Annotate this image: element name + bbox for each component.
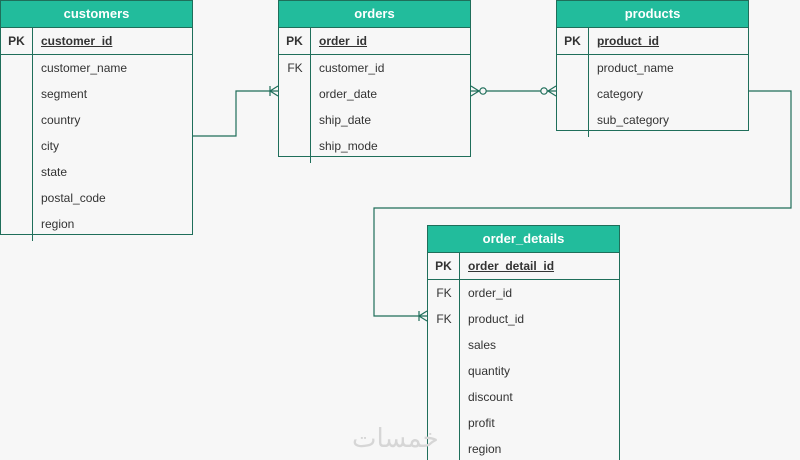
field-key-label: [1, 55, 33, 81]
field-row[interactable]: segment: [1, 81, 192, 107]
pk-field-order-id: order_id: [319, 34, 368, 48]
field-name: customer_name: [41, 61, 128, 75]
relationship-customers-orders[interactable]: [193, 90, 278, 137]
field-name: city: [41, 139, 59, 153]
entity-products-fields: product_name category sub_category: [557, 55, 748, 137]
field-name: quantity: [468, 364, 511, 378]
field-name: postal_code: [41, 191, 106, 205]
pk-label: PK: [279, 28, 311, 54]
field-key-label: [557, 107, 589, 133]
field-row[interactable]: profit: [428, 410, 619, 436]
field-row[interactable]: category: [557, 81, 748, 107]
field-name: segment: [41, 87, 88, 101]
field-key-label: [1, 211, 33, 237]
entity-products-pk-row[interactable]: PK product_id: [557, 28, 748, 55]
field-name: customer_id: [319, 61, 385, 75]
field-key-label: [279, 133, 311, 159]
field-row[interactable]: FK customer_id: [279, 55, 470, 81]
field-key-label: [557, 81, 589, 107]
pk-label: PK: [428, 253, 460, 279]
entity-customers-pk-row[interactable]: PK customer_id: [1, 28, 192, 55]
entity-order-details-title: order_details: [428, 226, 619, 253]
field-row[interactable]: sub_category: [557, 107, 748, 133]
field-key-label: FK: [436, 312, 452, 326]
field-row[interactable]: country: [1, 107, 192, 133]
crowfoot-many-icon: [269, 85, 279, 97]
field-name: order_id: [468, 286, 513, 300]
field-name: discount: [468, 390, 513, 404]
field-row[interactable]: region: [1, 211, 192, 237]
field-row[interactable]: state: [1, 159, 192, 185]
pk-field-order-detail-id: order_detail_id: [468, 259, 555, 273]
crowfoot-many-icon: [418, 310, 428, 322]
field-row[interactable]: FK order_id: [428, 280, 619, 306]
field-row[interactable]: FK product_id: [428, 306, 619, 332]
field-name: region: [41, 217, 75, 231]
field-name: category: [597, 87, 644, 101]
entity-orders[interactable]: orders PK order_id FK customer_id order_da…: [278, 0, 471, 163]
field-key-label: [557, 55, 589, 81]
field-key-label: [428, 384, 460, 410]
field-row[interactable]: city: [1, 133, 192, 159]
field-row[interactable]: product_name: [557, 55, 748, 81]
field-row[interactable]: discount: [428, 384, 619, 410]
watermark-logo: خمسات: [352, 424, 439, 454]
pk-label: PK: [1, 28, 33, 54]
field-row[interactable]: ship_date: [279, 107, 470, 133]
field-name: ship_date: [319, 113, 372, 127]
crowfoot-zero-many-icon: [470, 85, 487, 97]
field-row[interactable]: region: [428, 436, 619, 460]
field-row[interactable]: sales: [428, 332, 619, 358]
field-key-label: [279, 81, 311, 107]
pk-field-product-id: product_id: [597, 34, 659, 48]
field-row[interactable]: quantity: [428, 358, 619, 384]
entity-products-title: products: [557, 1, 748, 28]
field-name: order_date: [319, 87, 378, 101]
entity-orders-title: orders: [279, 1, 470, 28]
key-column-divider: [1, 55, 33, 241]
field-row[interactable]: ship_mode: [279, 133, 470, 159]
field-key-label: [1, 133, 33, 159]
field-name: state: [41, 165, 68, 179]
field-name: product_name: [597, 61, 674, 75]
entity-orders-pk-row[interactable]: PK order_id: [279, 28, 470, 55]
entity-orders-fields: FK customer_id order_date ship_date ship_mod…: [279, 55, 470, 163]
field-name: region: [468, 442, 502, 456]
field-key-label: [1, 81, 33, 107]
field-key-label: [1, 185, 33, 211]
field-name: sales: [468, 338, 497, 352]
field-row[interactable]: customer_name: [1, 55, 192, 81]
field-key-label: FK: [436, 286, 452, 300]
entity-order-details[interactable]: order_details PK order_detail_id FK order…: [427, 225, 620, 460]
key-column-divider: [428, 280, 460, 460]
pk-label: PK: [557, 28, 589, 54]
field-key-label: FK: [287, 61, 303, 75]
field-name: profit: [468, 416, 495, 430]
key-column-divider: [279, 55, 311, 163]
crowfoot-zero-many-icon: [540, 85, 557, 97]
field-row[interactable]: order_date: [279, 81, 470, 107]
entity-customers-title: customers: [1, 1, 192, 28]
field-name: sub_category: [597, 113, 670, 127]
field-key-label: [1, 107, 33, 133]
field-key-label: [279, 107, 311, 133]
entity-order-details-pk-row[interactable]: PK order_detail_id: [428, 253, 619, 280]
field-key-label: [1, 159, 33, 185]
field-name: country: [41, 113, 81, 127]
field-row[interactable]: postal_code: [1, 185, 192, 211]
pk-field-customer-id: customer_id: [41, 34, 113, 48]
field-key-label: [428, 358, 460, 384]
field-name: product_id: [468, 312, 525, 326]
field-key-label: [428, 332, 460, 358]
field-name: ship_mode: [319, 139, 378, 153]
